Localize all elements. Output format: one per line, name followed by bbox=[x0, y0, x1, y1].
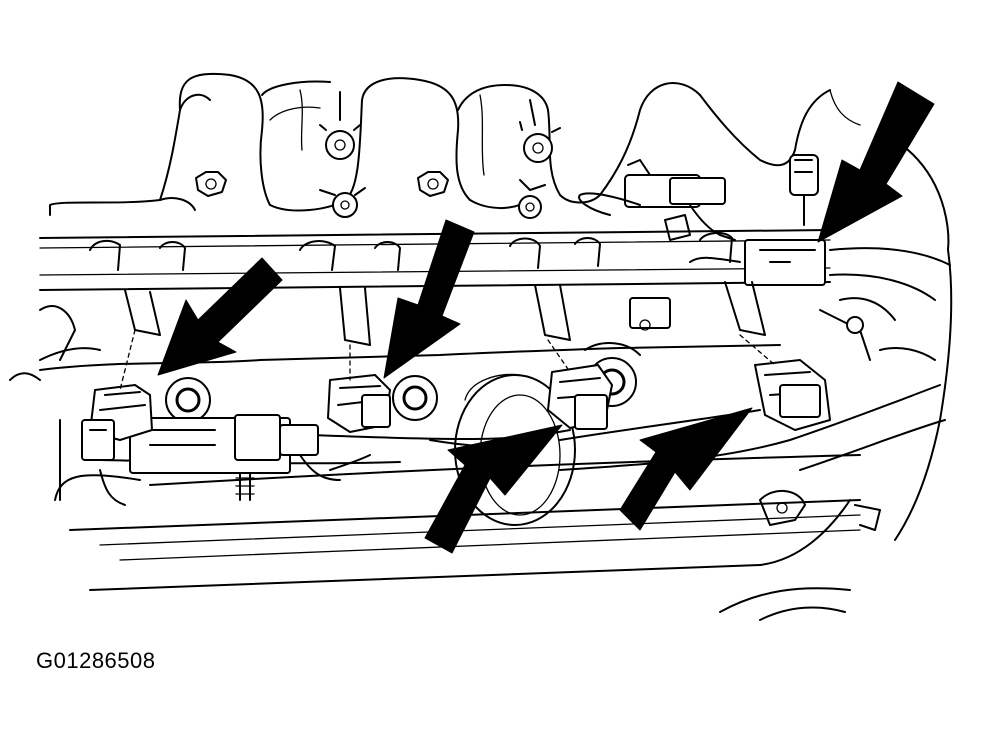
wiring-harness bbox=[99, 384, 946, 506]
fuel-rail bbox=[39, 229, 951, 301]
injector-connectors bbox=[81, 359, 831, 461]
fuel-injectors bbox=[39, 281, 766, 361]
callout-arrow-3 bbox=[424, 424, 563, 554]
callout-arrow-1 bbox=[157, 257, 283, 376]
leader-lines bbox=[119, 329, 776, 391]
upper-sensor bbox=[578, 159, 736, 241]
callout-arrow-5 bbox=[817, 81, 935, 243]
callout-arrow-2 bbox=[383, 219, 475, 379]
manifold-bolts bbox=[195, 91, 819, 226]
callout-arrows bbox=[157, 81, 935, 554]
intake-manifold bbox=[49, 72, 953, 541]
figure-id-caption: G01286508 bbox=[36, 648, 156, 673]
callout-arrow-4 bbox=[619, 407, 753, 531]
